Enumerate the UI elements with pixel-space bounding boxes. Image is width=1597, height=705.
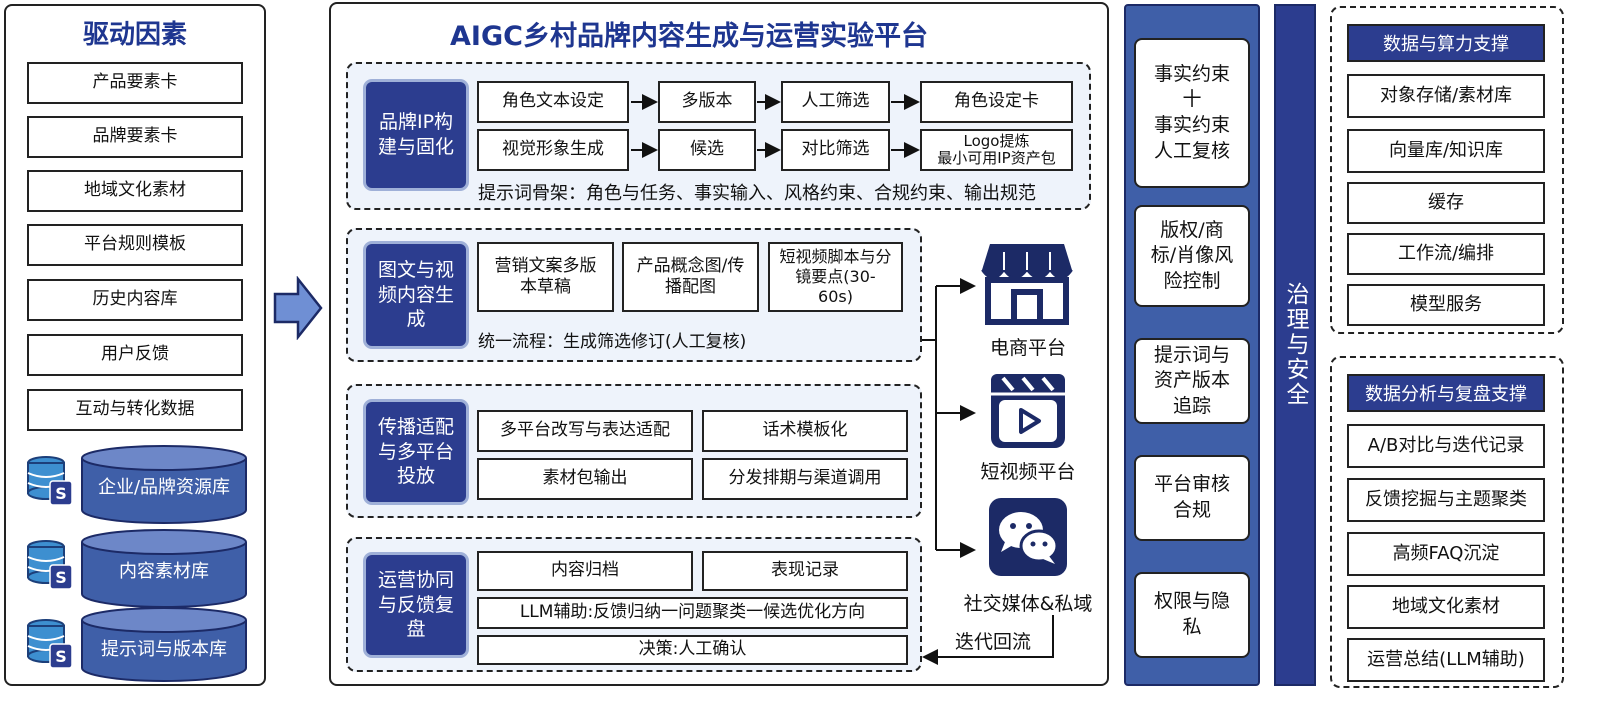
wechat-social-icon xyxy=(989,498,1067,576)
support-item: 工作流/编排 xyxy=(1347,233,1545,275)
channel-label: 短视频平台 xyxy=(980,461,1076,483)
content-box: 产品概念图/传播配图 xyxy=(622,242,759,312)
platform-title: AIGC乡村品牌内容生成与运营实验平台 xyxy=(450,21,928,52)
support-item: 模型服务 xyxy=(1347,284,1545,326)
channel-label: 电商平台 xyxy=(989,337,1066,359)
svg-text:S: S xyxy=(55,568,67,587)
driver-item: 品牌要素卡 xyxy=(27,116,243,158)
distribution-box: 话术模板化 xyxy=(702,410,908,452)
constraint-box: 平台审核 合规 xyxy=(1134,455,1250,541)
prompt-skeleton-note: 提示词骨架：角色与任务、事实输入、风格约束、合规约束、输出规范 xyxy=(478,183,1036,204)
support-item: 向量库/知识库 xyxy=(1347,129,1545,173)
ops-decision-box: 决策:人工确认 xyxy=(477,635,908,665)
analysis-support-title: 数据分析与复盘支撑 xyxy=(1347,374,1545,412)
short-video-icon xyxy=(991,374,1065,448)
driver-item: 用户反馈 xyxy=(27,334,243,376)
flow-arrow-icon xyxy=(273,276,323,340)
constraint-box: 提示词与 资产版本 追踪 xyxy=(1134,338,1250,424)
step-box: 人工筛选 xyxy=(781,81,890,123)
distribution-box: 分发排期与渠道调用 xyxy=(702,458,908,500)
ops-box: 内容归档 xyxy=(477,551,693,591)
ops-box: 表现记录 xyxy=(702,551,908,591)
driver-item: 历史内容库 xyxy=(27,279,243,321)
channel-label: 社交媒体&私域 xyxy=(963,593,1093,615)
governance-bar xyxy=(1274,4,1316,686)
section-tag: 品牌IP构建与固化 xyxy=(366,82,466,188)
channel-connectors xyxy=(922,278,1054,665)
database-stack-icon: S xyxy=(27,540,73,590)
support-item: A/B对比与迭代记录 xyxy=(1347,424,1545,468)
content-box: 短视频脚本与分镜要点(30-60s) xyxy=(768,242,903,312)
governance-label: 治理与安全 xyxy=(1282,282,1308,407)
db-label: 企业/品牌资源库 xyxy=(97,477,231,498)
database-stack-icon: S xyxy=(27,619,73,669)
step-box: 角色设定卡 xyxy=(920,81,1073,123)
distribution-box: 多平台改写与表达适配 xyxy=(477,410,693,452)
support-item: 地域文化素材 xyxy=(1347,585,1545,629)
step-arrows xyxy=(631,94,920,158)
section-tag: 运营协同与反馈复盘 xyxy=(366,555,466,655)
drivers-title: 驱动因素 xyxy=(82,20,187,50)
svg-text:S: S xyxy=(55,484,67,503)
section-tag: 图文与视频内容生成 xyxy=(366,244,466,346)
ecommerce-store-icon xyxy=(981,244,1073,325)
driver-item: 平台规则模板 xyxy=(27,224,243,266)
step-box: 对比筛选 xyxy=(781,129,890,171)
step-box: 视觉形象生成 xyxy=(477,129,629,171)
step-box: 角色文本设定 xyxy=(477,81,629,123)
database-cylinder xyxy=(81,445,247,524)
section-tag: 传播适配与多平台投放 xyxy=(366,402,466,502)
database-stack-icon: S xyxy=(27,456,73,506)
driver-item: 产品要素卡 xyxy=(27,62,243,104)
driver-item: 地域文化素材 xyxy=(27,170,243,212)
support-item: 对象存储/素材库 xyxy=(1347,74,1545,118)
constraint-box: 权限与隐 私 xyxy=(1134,572,1250,658)
ops-llm-box: LLM辅助:反馈归纳一问题聚类一候选优化方向 xyxy=(477,597,908,629)
unified-flow-note: 统一流程：生成筛选修订(人工复核) xyxy=(478,332,747,352)
support-item: 缓存 xyxy=(1347,182,1545,224)
db-label: 内容素材库 xyxy=(119,561,209,582)
step-box: 多版本 xyxy=(658,81,756,123)
database-cylinder xyxy=(81,607,247,682)
content-box: 营销文案多版本草稿 xyxy=(477,242,614,312)
constraint-box: 版权/商 标/肖像风 险控制 xyxy=(1134,205,1250,307)
iteration-loop-label: 迭代回流 xyxy=(954,631,1031,653)
db-label: 提示词与版本库 xyxy=(101,639,227,660)
support-item: 运营总结(LLM辅助) xyxy=(1347,638,1545,682)
constraint-box: 事实约束 十 事实约束 人工复核 xyxy=(1134,38,1250,188)
step-box: Logo提炼 最小可用IP资产包 xyxy=(920,129,1073,171)
driver-item: 互动与转化数据 xyxy=(27,389,243,431)
step-box: 候选 xyxy=(658,129,756,171)
svg-text:S: S xyxy=(55,647,67,666)
compute-support-title: 数据与算力支撑 xyxy=(1347,24,1545,62)
support-item: 反馈挖掘与主题聚类 xyxy=(1347,478,1545,522)
distribution-box: 素材包输出 xyxy=(477,458,693,500)
database-cylinder xyxy=(81,529,247,608)
support-item: 高频FAQ沉淀 xyxy=(1347,532,1545,576)
